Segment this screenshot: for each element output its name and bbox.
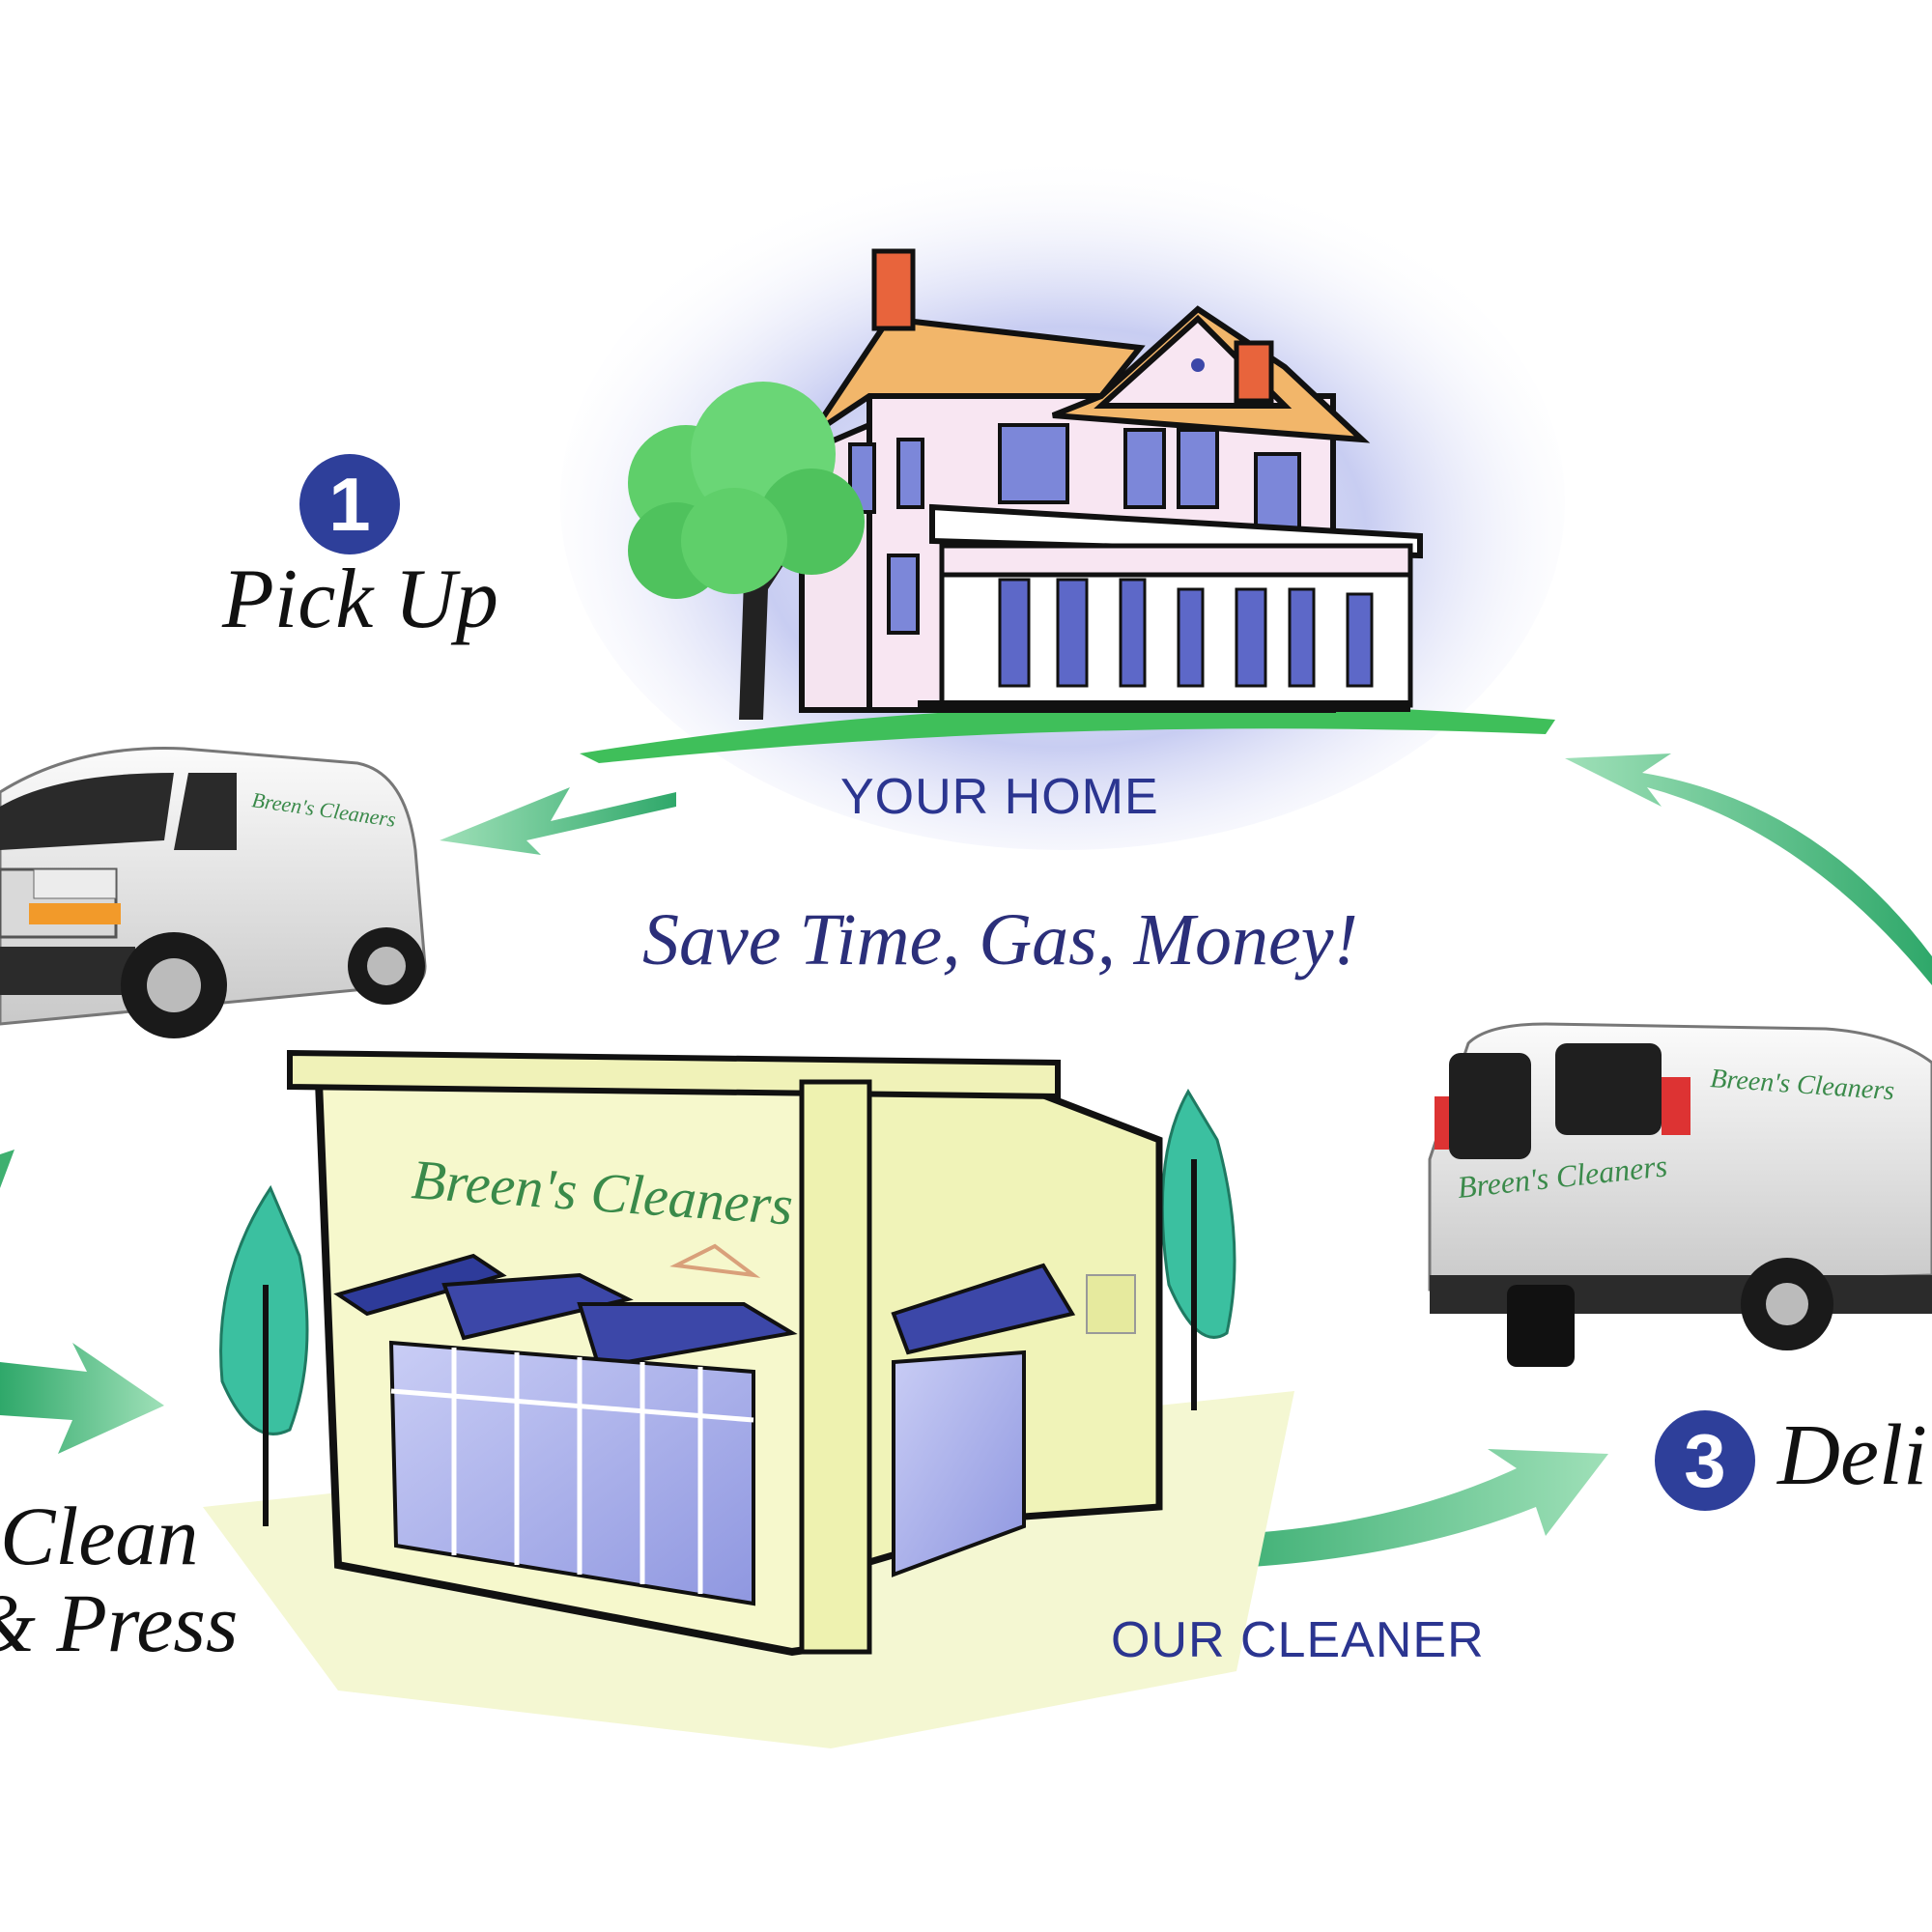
step-1-badge: 1 — [299, 454, 400, 554]
storefront-illustration: Breen's Cleaners — [203, 1049, 1294, 1748]
van-illustration: Breen's Cleaners — [0, 747, 427, 1038]
tree-illustration — [219, 1089, 1236, 1526]
step-1-label: Pick Up — [222, 553, 498, 646]
step-2-label-line1: Clean — [0, 1490, 199, 1582]
our-cleaner-caption: OUR CLEANER — [1111, 1612, 1485, 1668]
step-arrow-icon — [0, 753, 1932, 1570]
van-illustration: Breen's Cleaners Breen's Cleaners — [1428, 1022, 1932, 1367]
step-3-label: Deli — [1777, 1407, 1927, 1503]
house-illustration — [560, 155, 1565, 850]
slogan: Save Time, Gas, Money! — [642, 899, 1358, 980]
step-3-badge: 3 — [1655, 1410, 1755, 1511]
step-2-label-line2: & Press — [0, 1577, 239, 1669]
tree-illustration — [628, 382, 865, 720]
your-home-caption: YOUR HOME — [840, 769, 1159, 825]
